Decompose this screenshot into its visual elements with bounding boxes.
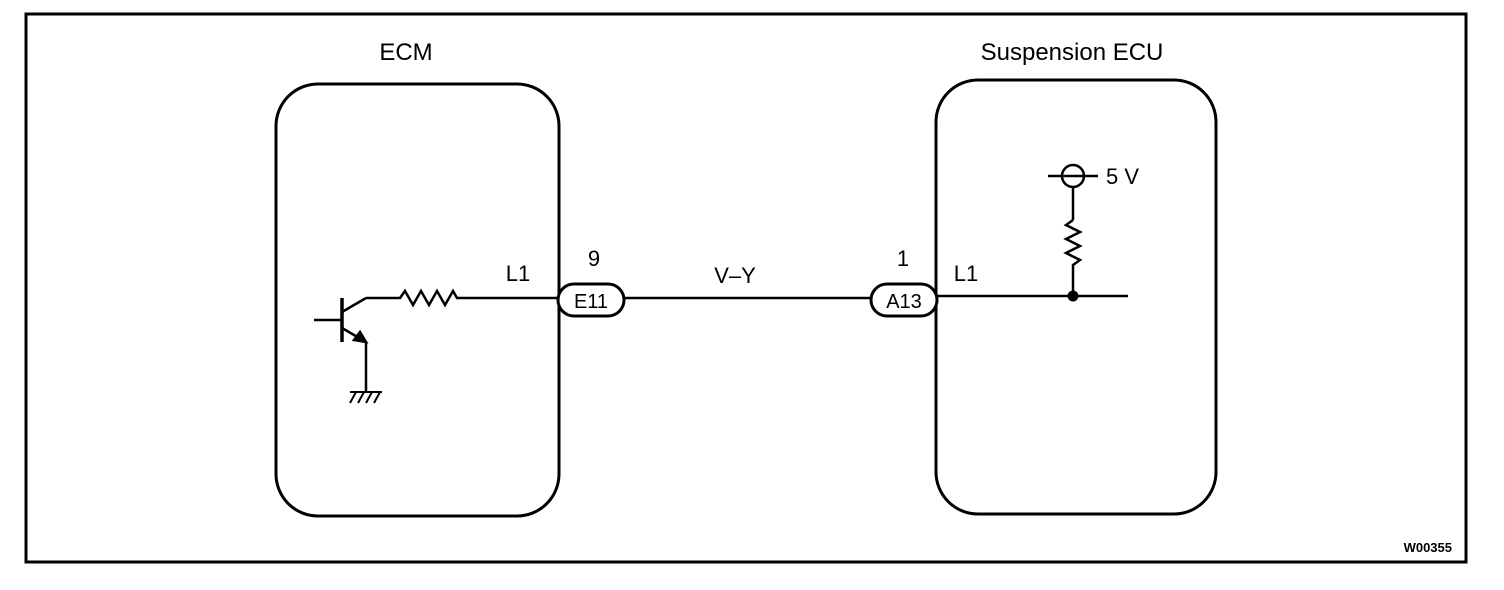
connector-e11: E11 [556, 282, 626, 318]
pull-up-resistor [1063, 218, 1083, 296]
ground-icon [349, 391, 382, 404]
connector-e11-label: E11 [574, 291, 608, 313]
connector-e11-pin: 9 [588, 246, 600, 271]
ecm-terminal-label: L1 [506, 261, 530, 286]
ecm-block: ECM L1 [274, 39, 561, 518]
connector-a13-label: A13 [886, 291, 922, 313]
connector-a13-pin: 1 [897, 246, 909, 271]
suspension-ecu-terminal-label: L1 [954, 261, 978, 286]
ecm-box [274, 82, 561, 518]
diagram-frame [24, 12, 1468, 564]
supply-voltage-label: 5 V [1106, 164, 1139, 189]
transistor-symbol [314, 296, 369, 392]
diagram-code: W00355 [1404, 540, 1452, 555]
ecm-resistor [366, 288, 559, 308]
suspension-ecu-title: Suspension ECU [981, 39, 1164, 66]
suspension-ecu-block: Suspension ECU 5 V L1 [934, 39, 1218, 516]
connector-a13: A13 [869, 282, 939, 318]
voltage-source-icon [1048, 163, 1098, 220]
wire-color-label: V–Y [714, 263, 756, 288]
ecm-title: ECM [379, 39, 432, 66]
